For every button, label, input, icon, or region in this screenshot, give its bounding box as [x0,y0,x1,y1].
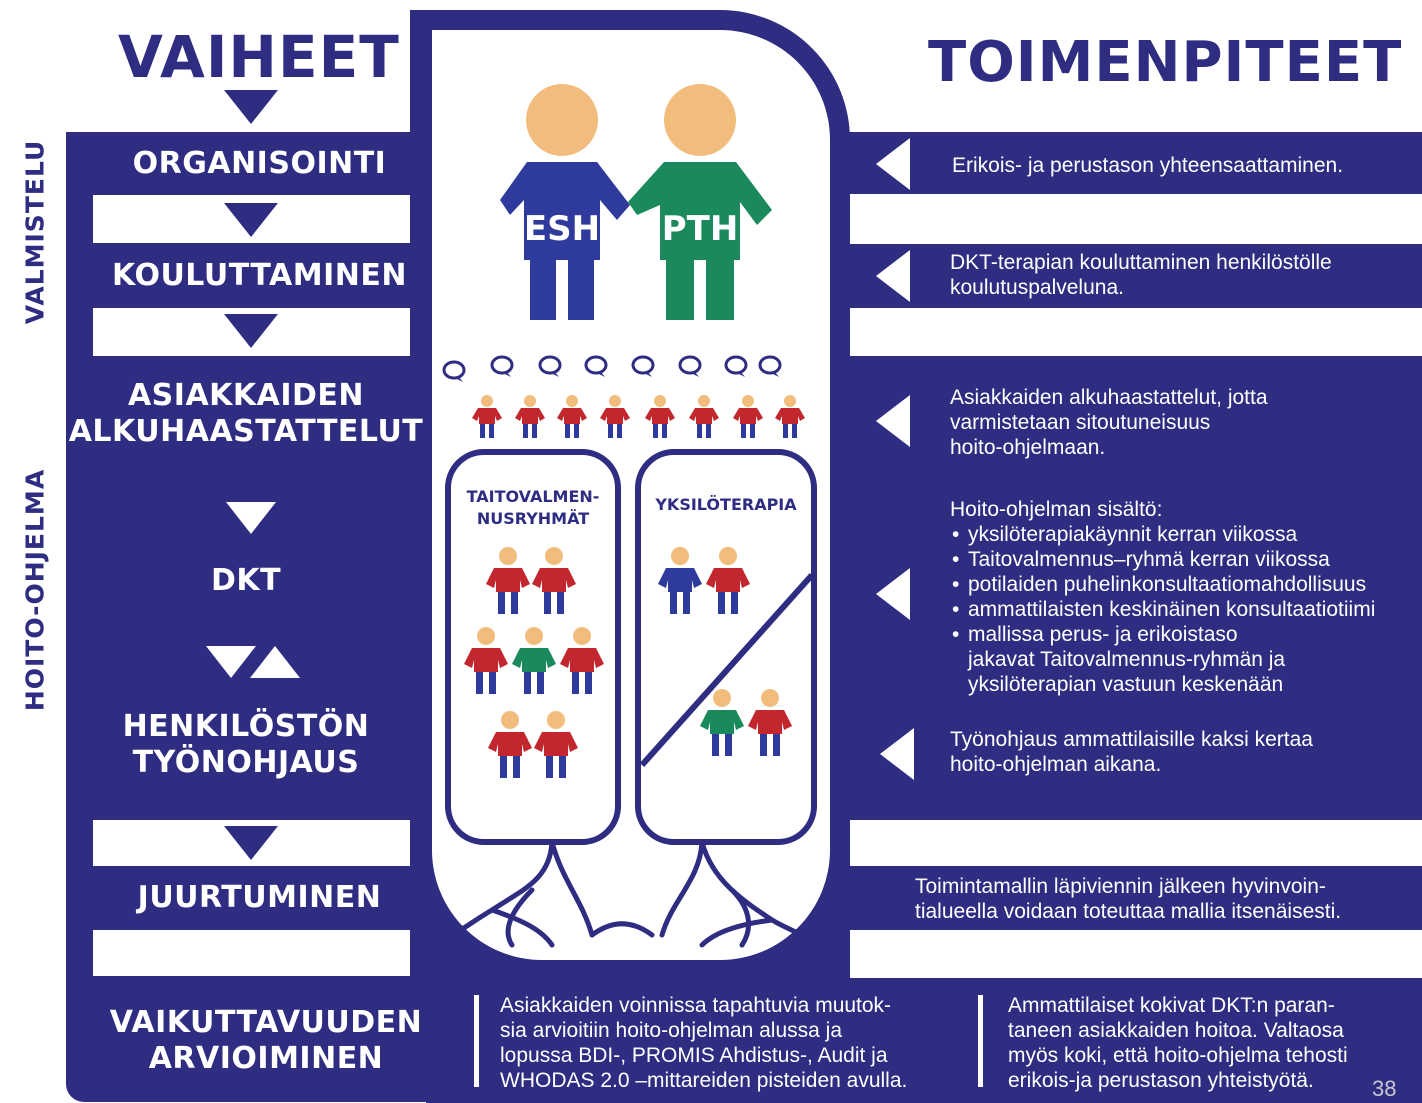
stage-kouluttaminen: KOULUTTAMINEN [112,258,407,293]
list-item: potilaiden puhelinkonsultaatiomahdollisu… [950,572,1422,597]
pth-label: PTH [662,209,739,249]
arrow-left-icon [880,728,914,780]
eval-divider [474,995,479,1087]
stage-arviointi-2: ARVIOIMINEN [148,1041,384,1076]
eval-left-2: lopussa BDI-, PROMIS Ahdistus-, Audit ja [500,1044,888,1067]
gap-strip [93,930,426,976]
arrow-down-icon [224,90,278,124]
dkt-list-wrap: yksilöterapiakäynnit kerran viikossa Tai… [950,522,1422,647]
eval-right-2: myös koki, että hoito-ohjelma tehosti [1008,1044,1348,1067]
action-tyonohjaus-2: hoito-ohjelman aikana. [950,753,1162,776]
side-label-hoito-ohjelma: HOITO-OHJELMA [20,468,50,712]
list-item: mallissa perus- ja erikoistaso [950,622,1422,647]
capsule-inner [432,30,830,960]
list-item: ammattilaisten keskinäinen konsultaatiot… [950,597,1422,622]
action-band [820,244,1422,308]
stage-tyonohjaus-2: TYÖNOHJAUS [132,745,360,780]
group-taitovalmennus-2: NUSRYHMÄT [477,509,589,528]
action-kouluttaminen-2: koulutuspalveluna. [950,276,1124,299]
arrow-left-icon [876,395,910,447]
action-alku-3: hoito-ohjelmaan. [950,436,1106,459]
action-dkt-title: Hoito-ohjelman sisältö: [950,498,1163,521]
eval-right-3: erikois-ja perustason yhteistyötä. [1008,1069,1314,1092]
action-alku-1: Asiakkaiden alkuhaastattelut, jotta [950,386,1268,409]
header-vaiheet: VAIHEET [118,23,400,91]
stage-tyonohjaus-1: HENKILÖSTÖN [122,709,370,744]
arrow-down-icon [206,646,256,678]
side-label-valmistelu: VALMISTELU [20,139,50,325]
header-toimenpiteet: TOIMENPITEET [928,30,1403,95]
eval-left-3: WHODAS 2.0 –mittareiden pisteiden avulla… [500,1069,908,1092]
arrow-down-icon [224,826,278,860]
page-number: 38 [1372,1076,1397,1101]
action-kouluttaminen-1: DKT-terapian kouluttaminen henkilöstölle [950,251,1332,274]
evaluation-band [426,978,1422,1103]
arrow-left-icon [876,138,910,190]
group-yksiloterapia: YKSILÖTERAPIA [654,495,797,514]
arrow-down-icon [224,314,278,348]
stage-alkuhaastattelut-1: ASIAKKAIDEN [127,378,365,413]
arrow-left-icon [876,568,910,620]
stage-arviointi-1: VAIKUTTAVUUDEN [109,1005,423,1040]
action-juurtuminen-2: tialueella voidaan toteuttaa mallia itse… [915,900,1342,923]
stage-juurtuminen: JUURTUMINEN [137,880,382,915]
arrow-left-icon [876,250,910,302]
stage-organisointi: ORGANISOINTI [132,146,387,181]
arrow-down-icon [226,502,276,534]
arrow-down-icon [224,203,278,237]
action-dkt-cont-1: jakavat Taitovalmennus-ryhmän ja [968,648,1286,671]
action-juurtuminen-1: Toimintamallin läpiviennin jälkeen hyvin… [915,875,1326,898]
eval-left-0: Asiakkaiden voinnissa tapahtuvia muutok- [500,994,892,1017]
action-band [820,132,1422,194]
pth-figure [628,84,772,320]
capsule-illustration: ESH PTH TAITOVALMEN- NUSRYHMÄT YKSILÖTER… [442,84,817,948]
action-alku-2: varmistetaan sitoutuneisuus [950,411,1211,434]
list-item: yksilöterapiakäynnit kerran viikossa [950,522,1422,547]
dkt-list: yksilöterapiakäynnit kerran viikossa Tai… [950,522,1422,647]
eval-right-1: taneen asiakkaiden hoitoa. Valtaosa [1008,1019,1344,1042]
action-tyonohjaus-1: Työnohjaus ammattilaisille kaksi kertaa [950,728,1313,751]
arrow-up-icon [250,646,300,678]
stage-alkuhaastattelut-2: ALKUHAASTATTELUT [68,414,424,449]
action-dkt-cont-2: yksilöterapian vastuun keskenään [968,673,1284,696]
group-taitovalmennus-1: TAITOVALMEN- [467,487,600,506]
action-band [820,866,1422,930]
stage-dkt: DKT [210,563,282,598]
esh-figure [500,84,630,320]
action-organisointi: Erikois- ja perustason yhteensaattaminen… [952,154,1344,177]
esh-label: ESH [524,209,600,249]
list-item: Taitovalmennus–ryhmä kerran viikossa [950,547,1422,572]
eval-divider [978,995,983,1087]
eval-left-1: sia arvioitiin hoito-ohjelman alussa ja [500,1019,843,1042]
eval-right-0: Ammattilaiset kokivat DKT:n paran- [1008,994,1335,1017]
